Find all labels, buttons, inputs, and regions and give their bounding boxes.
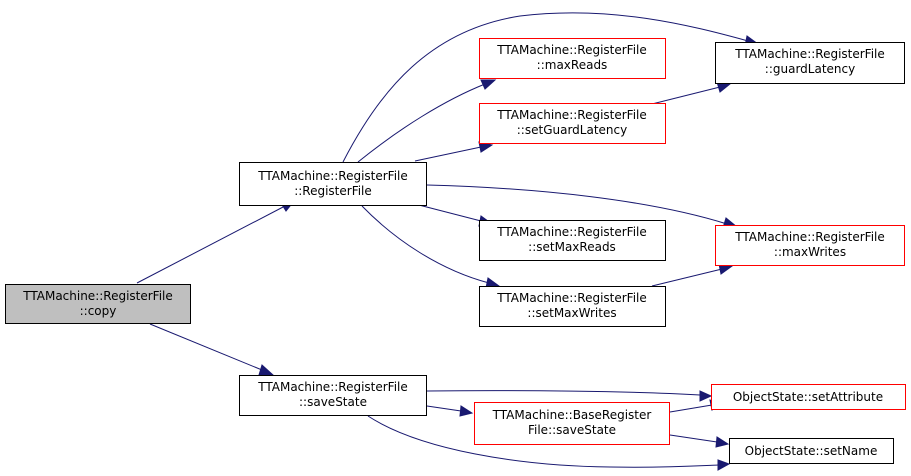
node-savestate-line1: TTAMachine::RegisterFile [257,380,408,394]
edge-savestate-to-setname [367,415,731,471]
node-maxreads-line1: TTAMachine::RegisterFile [496,43,647,57]
edge-copy-to-registerfile [136,200,296,284]
edge-setguardlatency-to-guardlatency [651,81,732,105]
edge-registerfile-to-maxreads [357,79,497,163]
node-copy-line1: TTAMachine::RegisterFile [22,289,173,303]
edge-registerfile-to-setmaxwrites [361,205,501,289]
edge-registerfile-to-setguardlatency [414,141,494,162]
node-setmaxreads[interactable]: TTAMachine::RegisterFile ::setMaxReads [479,220,666,261]
node-maxreads[interactable]: TTAMachine::RegisterFile ::maxReads [479,38,666,79]
node-setattribute[interactable]: ObjectState::setAttribute [711,384,906,410]
node-registerfile[interactable]: TTAMachine::RegisterFile ::RegisterFile [239,162,427,206]
node-guardlatency-line2: ::guardLatency [765,62,855,76]
node-setmaxreads-line1: TTAMachine::RegisterFile [496,225,647,239]
node-basesavestate[interactable]: TTAMachine::BaseRegister File::saveState [474,402,670,445]
node-setmaxwrites[interactable]: TTAMachine::RegisterFile ::setMaxWrites [479,286,666,327]
node-maxwrites-line1: TTAMachine::RegisterFile [734,230,885,244]
node-registerfile-line1: TTAMachine::RegisterFile [257,169,408,183]
node-setmaxreads-line2: ::setMaxReads [528,240,616,254]
node-maxwrites-line2: ::maxWrites [774,245,846,259]
node-copy[interactable]: TTAMachine::RegisterFile ::copy [5,284,191,324]
edge-basesavestate-to-setname [669,434,730,448]
node-registerfile-line2: ::RegisterFile [294,184,372,198]
node-setattribute-label: ObjectState::setAttribute [733,390,883,404]
node-setname-label: ObjectState::setName [745,444,878,458]
edge-savestate-to-basesavestate [426,405,474,417]
edge-setmaxwrites-to-maxwrites [651,263,734,287]
node-setguardlatency-line2: ::setGuardLatency [517,123,627,137]
node-basesavestate-line1: TTAMachine::BaseRegister [492,408,652,422]
node-setmaxwrites-line2: ::setMaxWrites [527,306,616,320]
node-setname[interactable]: ObjectState::setName [729,438,894,464]
node-setguardlatency[interactable]: TTAMachine::RegisterFile ::setGuardLaten… [479,103,666,144]
edge-copy-to-savestate [149,323,275,376]
node-setmaxwrites-line1: TTAMachine::RegisterFile [496,291,647,305]
node-setguardlatency-line1: TTAMachine::RegisterFile [496,108,647,122]
node-savestate[interactable]: TTAMachine::RegisterFile ::saveState [239,375,427,416]
node-guardlatency-line1: TTAMachine::RegisterFile [734,47,885,61]
node-savestate-line2: ::saveState [299,395,367,409]
node-guardlatency[interactable]: TTAMachine::RegisterFile ::guardLatency [715,42,905,84]
node-maxwrites[interactable]: TTAMachine::RegisterFile ::maxWrites [715,225,905,266]
node-basesavestate-line2: File::saveState [528,423,616,437]
node-copy-line2: ::copy [80,304,117,318]
node-maxreads-line2: ::maxReads [537,58,608,72]
edge-savestate-to-setattribute [426,390,713,402]
